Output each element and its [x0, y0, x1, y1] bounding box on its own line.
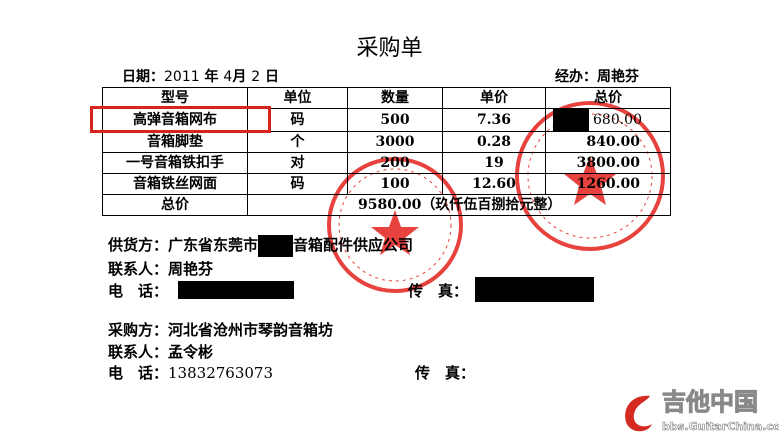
buyer-name: 采购方：河北省沧州市琴韵音箱坊	[108, 319, 333, 340]
day-unit: 日	[264, 69, 279, 85]
buyer-phone: 电 话：13832763073	[108, 362, 273, 383]
handler: 经办：周艳芬	[555, 66, 639, 86]
buyer-contact: 联系人：孟令彬	[108, 341, 213, 362]
cell: 100	[347, 173, 443, 195]
cell: 1260.00	[545, 173, 671, 195]
supplier-name: 供货方：广东省东莞市 音箱配件供应公司	[108, 234, 413, 257]
cell: 19	[442, 152, 546, 174]
supplier-label: 供货方：	[108, 236, 169, 254]
watermark-url: bbs.GuitarChina.com	[662, 420, 779, 434]
total-value: 9580.00（玖仟伍百捌拾元整）	[247, 194, 671, 216]
highlight-box	[90, 106, 271, 133]
handler-name: 周艳芬	[597, 69, 639, 85]
contact-label: 联系人：	[108, 260, 169, 278]
month-unit: 月	[232, 69, 247, 85]
date-label: 日期：	[122, 69, 164, 85]
redaction	[553, 109, 589, 131]
phone-value: 13832763073	[168, 364, 273, 382]
cell: 码	[247, 173, 348, 195]
contact-label: 联系人：	[108, 343, 169, 361]
phone-label: 电 话：	[108, 364, 169, 382]
supplier-fax-label: 传 真：	[408, 282, 469, 300]
cell: 码	[247, 108, 348, 132]
cell: 840.00	[545, 131, 671, 153]
contact-name: 孟令彬	[168, 343, 214, 361]
document-title: 采购单	[356, 36, 423, 61]
cell: 7.36	[442, 108, 546, 132]
redaction	[258, 235, 294, 257]
cell: 12.60	[442, 173, 546, 195]
header-cell: 单价	[442, 87, 546, 109]
cell: 200	[347, 152, 443, 174]
guitarchina-watermark: 吉他中国 bbs.GuitarChina.com	[620, 388, 779, 438]
supplier-phone-label: 电 话：	[108, 282, 169, 300]
contact-name: 周艳芬	[168, 260, 214, 278]
total-label: 总价	[102, 194, 248, 216]
cell: 500	[347, 108, 443, 132]
order-date: 日期：2011 年 4月 2 日	[122, 66, 279, 86]
buyer-label: 采购方：	[108, 321, 169, 339]
cell: 音箱脚垫	[102, 131, 248, 153]
cell: 3000	[347, 131, 443, 153]
watermark-name: 吉他中国	[662, 388, 759, 417]
date-year: 2011	[164, 69, 200, 85]
supplier-prefix: 广东省东莞市	[168, 236, 259, 254]
redaction	[475, 277, 594, 302]
header-cell: 数量	[347, 87, 443, 109]
supplier-contact: 联系人：周艳芬	[108, 258, 213, 279]
cell: 音箱铁丝网面	[102, 173, 248, 195]
buyer-name-value: 河北省沧州市琴韵音箱坊	[168, 321, 334, 339]
cell-value: 680.00	[593, 112, 642, 128]
cell: 对	[247, 152, 348, 174]
cell: 一号音箱铁扣手	[102, 152, 248, 174]
redaction	[178, 281, 294, 299]
header-cell: 总价	[545, 87, 671, 109]
cell: 0.28	[442, 131, 546, 153]
handler-label: 经办：	[555, 69, 597, 85]
total-row: 总价 9580.00（玖仟伍百捌拾元整）	[102, 194, 671, 216]
year-unit: 年	[204, 69, 219, 85]
cell: 个	[247, 131, 348, 153]
cell: 3800.00	[545, 152, 671, 174]
cell: 高弹音箱网布	[102, 108, 248, 132]
date-day: 2	[251, 69, 261, 85]
dragon-logo-icon	[625, 395, 652, 432]
cell: 680.00	[545, 108, 671, 132]
supplier-suffix: 音箱配件供应公司	[293, 236, 414, 254]
buyer-fax-label: 传 真：	[415, 364, 476, 382]
date-month: 4	[223, 69, 233, 85]
